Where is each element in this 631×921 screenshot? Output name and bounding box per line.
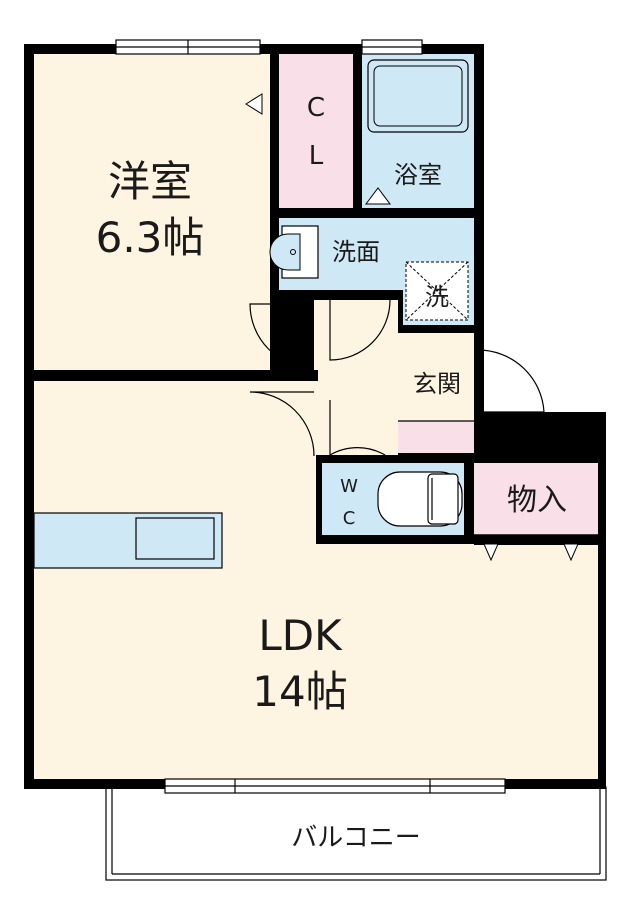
- door-toilet: [329, 400, 386, 457]
- storage: [474, 463, 598, 535]
- washer-label: 洗: [425, 283, 449, 311]
- entrance-floor: [398, 333, 474, 421]
- entrance-label: 玄関: [413, 370, 461, 398]
- door-ldk: [249, 391, 315, 457]
- closet-door-marker: [245, 93, 263, 115]
- bathroom-door-marker: [365, 187, 391, 205]
- bathtub: [367, 59, 469, 133]
- closet: [279, 54, 353, 208]
- western-room-size: 6.3帖: [96, 213, 205, 262]
- bathroom-label: 浴室: [394, 161, 442, 189]
- ldk-size: 14帖: [252, 667, 347, 716]
- closet-label-c: C: [307, 93, 325, 123]
- toilet-label-w: W: [340, 476, 358, 497]
- closet-label-l: L: [309, 141, 324, 171]
- storage-label: 物入: [507, 483, 567, 518]
- entrance-step: [398, 421, 474, 453]
- kitchen-sink-icon: [135, 517, 215, 560]
- door-western-room: [249, 303, 315, 369]
- ldk-room: [34, 381, 598, 779]
- ldk-name: LDK: [258, 611, 343, 660]
- western-room-name: 洋室: [108, 157, 192, 206]
- front-door: [477, 349, 545, 413]
- balcony: [105, 786, 607, 881]
- washroom-label: 洗面: [332, 238, 380, 266]
- toilet-label-c: C: [343, 508, 356, 529]
- balcony-label: バルコニー: [291, 823, 420, 853]
- door-washroom: [329, 299, 391, 361]
- western-room: [34, 54, 270, 370]
